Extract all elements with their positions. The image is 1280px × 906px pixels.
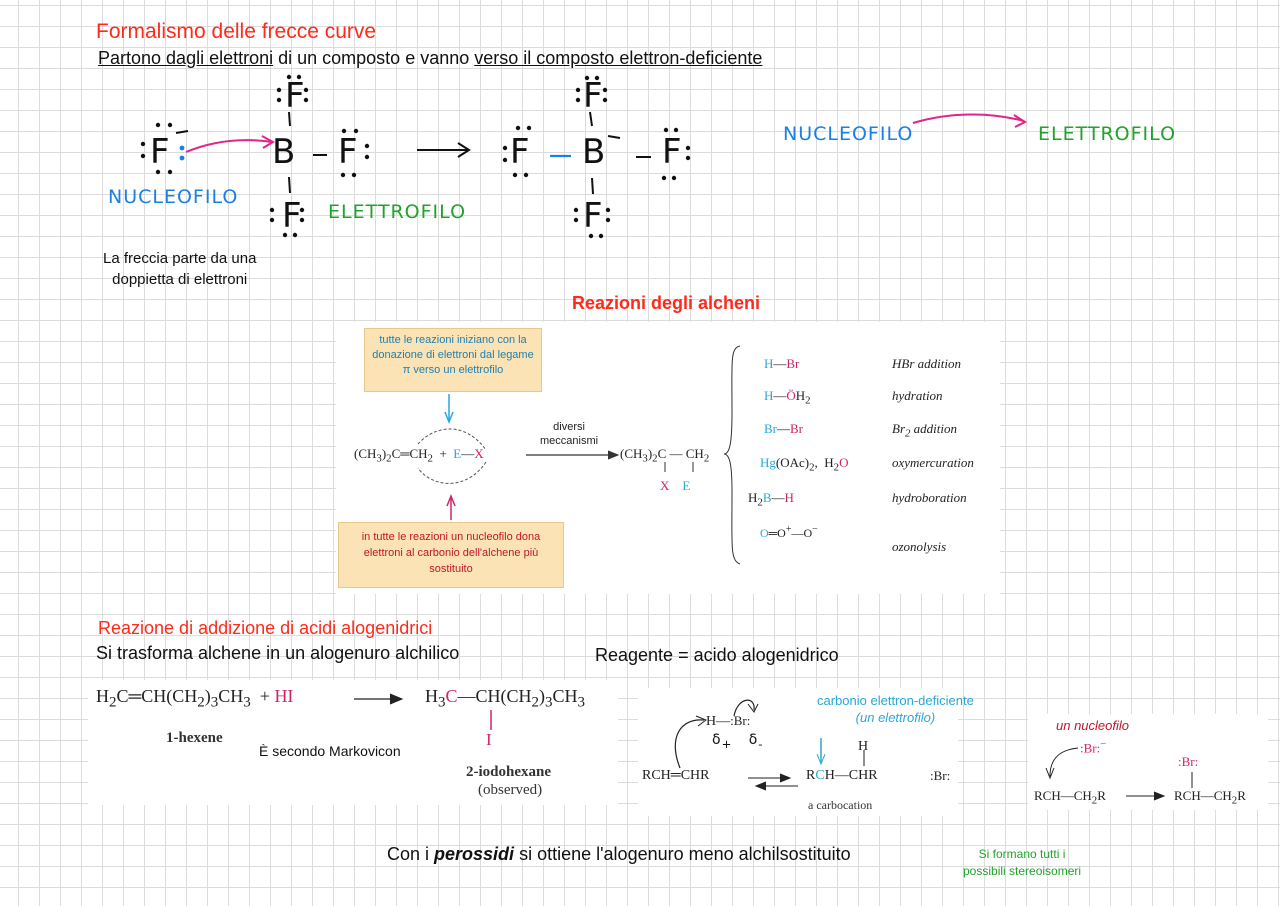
carbocation-label: a carbocation: [808, 798, 873, 812]
arrow-label-1: diversi: [553, 421, 585, 433]
carbocation-h: H: [858, 739, 869, 754]
stereo-line2: possibili stereoisomeri: [963, 864, 1082, 878]
svg-text:F: F: [510, 132, 530, 172]
alkene-reactions-figure: tutte le reazioni iniziano con la donazi…: [336, 322, 1000, 594]
alkene-scheme-svg: [417, 345, 741, 565]
section1-subtitle: Partono dagli elettroni di un composto e…: [98, 48, 762, 69]
product-label: 2-iodohexane: [466, 764, 552, 780]
boron-atom: B: [272, 132, 295, 172]
svg-text:B: B: [582, 132, 605, 172]
carbocation-formula: RCH—CHR: [806, 768, 878, 783]
carbonio-line2: (un elettrofilo): [855, 710, 936, 725]
subtitle-part3: verso il composto elettron-deficiente: [474, 48, 763, 68]
peroxide-pre: Con i: [387, 844, 435, 864]
reagent-hg: Hg(OAc)2, H2O: [760, 455, 849, 474]
subtitle-part2: di un composto e vanno: [273, 48, 475, 68]
reactant-rch: RCH—CH2R: [1034, 788, 1106, 807]
reagent-br2: Br—Br: [764, 421, 803, 436]
delta-charges: δ+ δ-: [712, 732, 764, 751]
arrow-note-line1: La freccia parte da una: [103, 250, 257, 267]
arrow-label-2: meccanismi: [540, 435, 599, 447]
label-nucleofilo: NUCLEOFILO: [108, 186, 239, 208]
section2-title: Reazioni degli alcheni: [572, 293, 761, 313]
subtitle-part1: Partono dagli elettroni: [98, 48, 274, 68]
box-electron-donation: tutte le reazioni iniziano con la donazi…: [364, 328, 542, 392]
fluoride-atom: F: [150, 132, 170, 172]
reagent-hbr: H—Br: [764, 356, 800, 371]
peroxide-sentence: Con i perossidi si ottiene l'alogenuro m…: [387, 844, 851, 865]
hexene-formula: H2C═CH(CH2)3CH3 + HI: [96, 686, 294, 711]
peroxide-post: si ottiene l'alogenuro meno alchilsostit…: [514, 844, 851, 864]
section1-title: Formalismo delle frecce curve: [96, 20, 377, 43]
alkene-formula: (CH3)2C═CH2 + E—X: [354, 446, 484, 465]
hbr-molecule: H—:Br:: [706, 713, 751, 729]
name-hydration: hydration: [892, 388, 943, 403]
name-br2: Br2 addition: [892, 421, 958, 440]
arrow-note-line2: doppietta di elettroni: [112, 271, 248, 288]
fluorine-bottom: F: [282, 196, 302, 236]
section3-line1: Si trasforma alchene in un alogenuro alc…: [96, 643, 460, 663]
bromide-nucleophile: :Br:−: [1080, 738, 1107, 756]
label-nucleofilo-right: NUCLEOFILO: [783, 123, 914, 145]
alkene-rch: RCH═CHR: [642, 768, 710, 783]
reagente-text: Reagente = acido alogenidrico: [595, 645, 839, 665]
carbonio-label: carbonio elettron-deficiente (un elettro…: [817, 692, 974, 726]
svg-text:F: F: [583, 76, 603, 116]
bromide-ion: :Br:: [930, 768, 951, 783]
nucleophile-figure: un nucleofilo :Br:− :Br: RCH—CH2R RCH—CH…: [1028, 714, 1268, 810]
label-elettrofilo-right: ELETTROFILO: [1038, 123, 1177, 145]
hexene-reaction-figure: H2C═CH(CH2)3CH3 + HI H3C—CH(CH2)3CH3 I 1…: [88, 680, 618, 805]
fluorine-right: F: [338, 132, 358, 172]
box-nucleophile: in tutte le reazioni un nucleofilo dona …: [338, 522, 564, 588]
product-substituents: X E: [660, 478, 691, 493]
name-oxymercuration: oxymercuration: [892, 455, 974, 470]
section3-title: Reazione di addizione di acidi alogenidr…: [98, 618, 433, 638]
product-rch: RCH—CH2R: [1174, 788, 1246, 807]
label-elettrofilo: ELETTROFILO: [328, 201, 467, 223]
peroxide-bold: perossidi: [434, 844, 515, 864]
name-hbr: HBr addition: [892, 356, 961, 371]
reagent-borane: H2B—H: [748, 490, 794, 509]
reagent-hydration: H—ÖH2: [764, 388, 811, 407]
iodine-atom: I: [486, 730, 492, 749]
product-formula: (CH3)2C — CH2: [620, 446, 710, 465]
svg-text:F: F: [662, 132, 682, 172]
carbonio-line1: carbonio elettron-deficiente: [817, 693, 974, 708]
name-ozonolysis: ozonolysis: [892, 539, 947, 554]
svg-text:F: F: [583, 196, 603, 236]
bromine-product: :Br:: [1178, 754, 1199, 769]
nucleofilo-it: un nucleofilo: [1056, 718, 1129, 733]
reagent-ozone: O═O+—O−: [760, 524, 818, 540]
iodohexane-formula: H3C—CH(CH2)3CH3: [425, 686, 586, 711]
stereo-line1: Si formano tutti i: [978, 847, 1066, 861]
observed-label: (observed): [478, 782, 543, 798]
hexene-label: 1-hexene: [166, 730, 223, 746]
arrow-label: diversi meccanismi: [540, 420, 598, 448]
stereo-note: Si formano tutti i possibili stereoisome…: [963, 846, 1081, 880]
arrow-note: La freccia parte da una doppietta di ele…: [103, 248, 256, 290]
name-hydroboration: hydroboration: [892, 490, 967, 505]
fluorine-top: F: [285, 76, 305, 116]
markovnikov-note: È secondo Markovicon: [259, 743, 401, 759]
mechanism-figure: H—:Br: δ+ δ- RCH═CHR RCH—CHR H :Br: a ca…: [638, 688, 958, 816]
